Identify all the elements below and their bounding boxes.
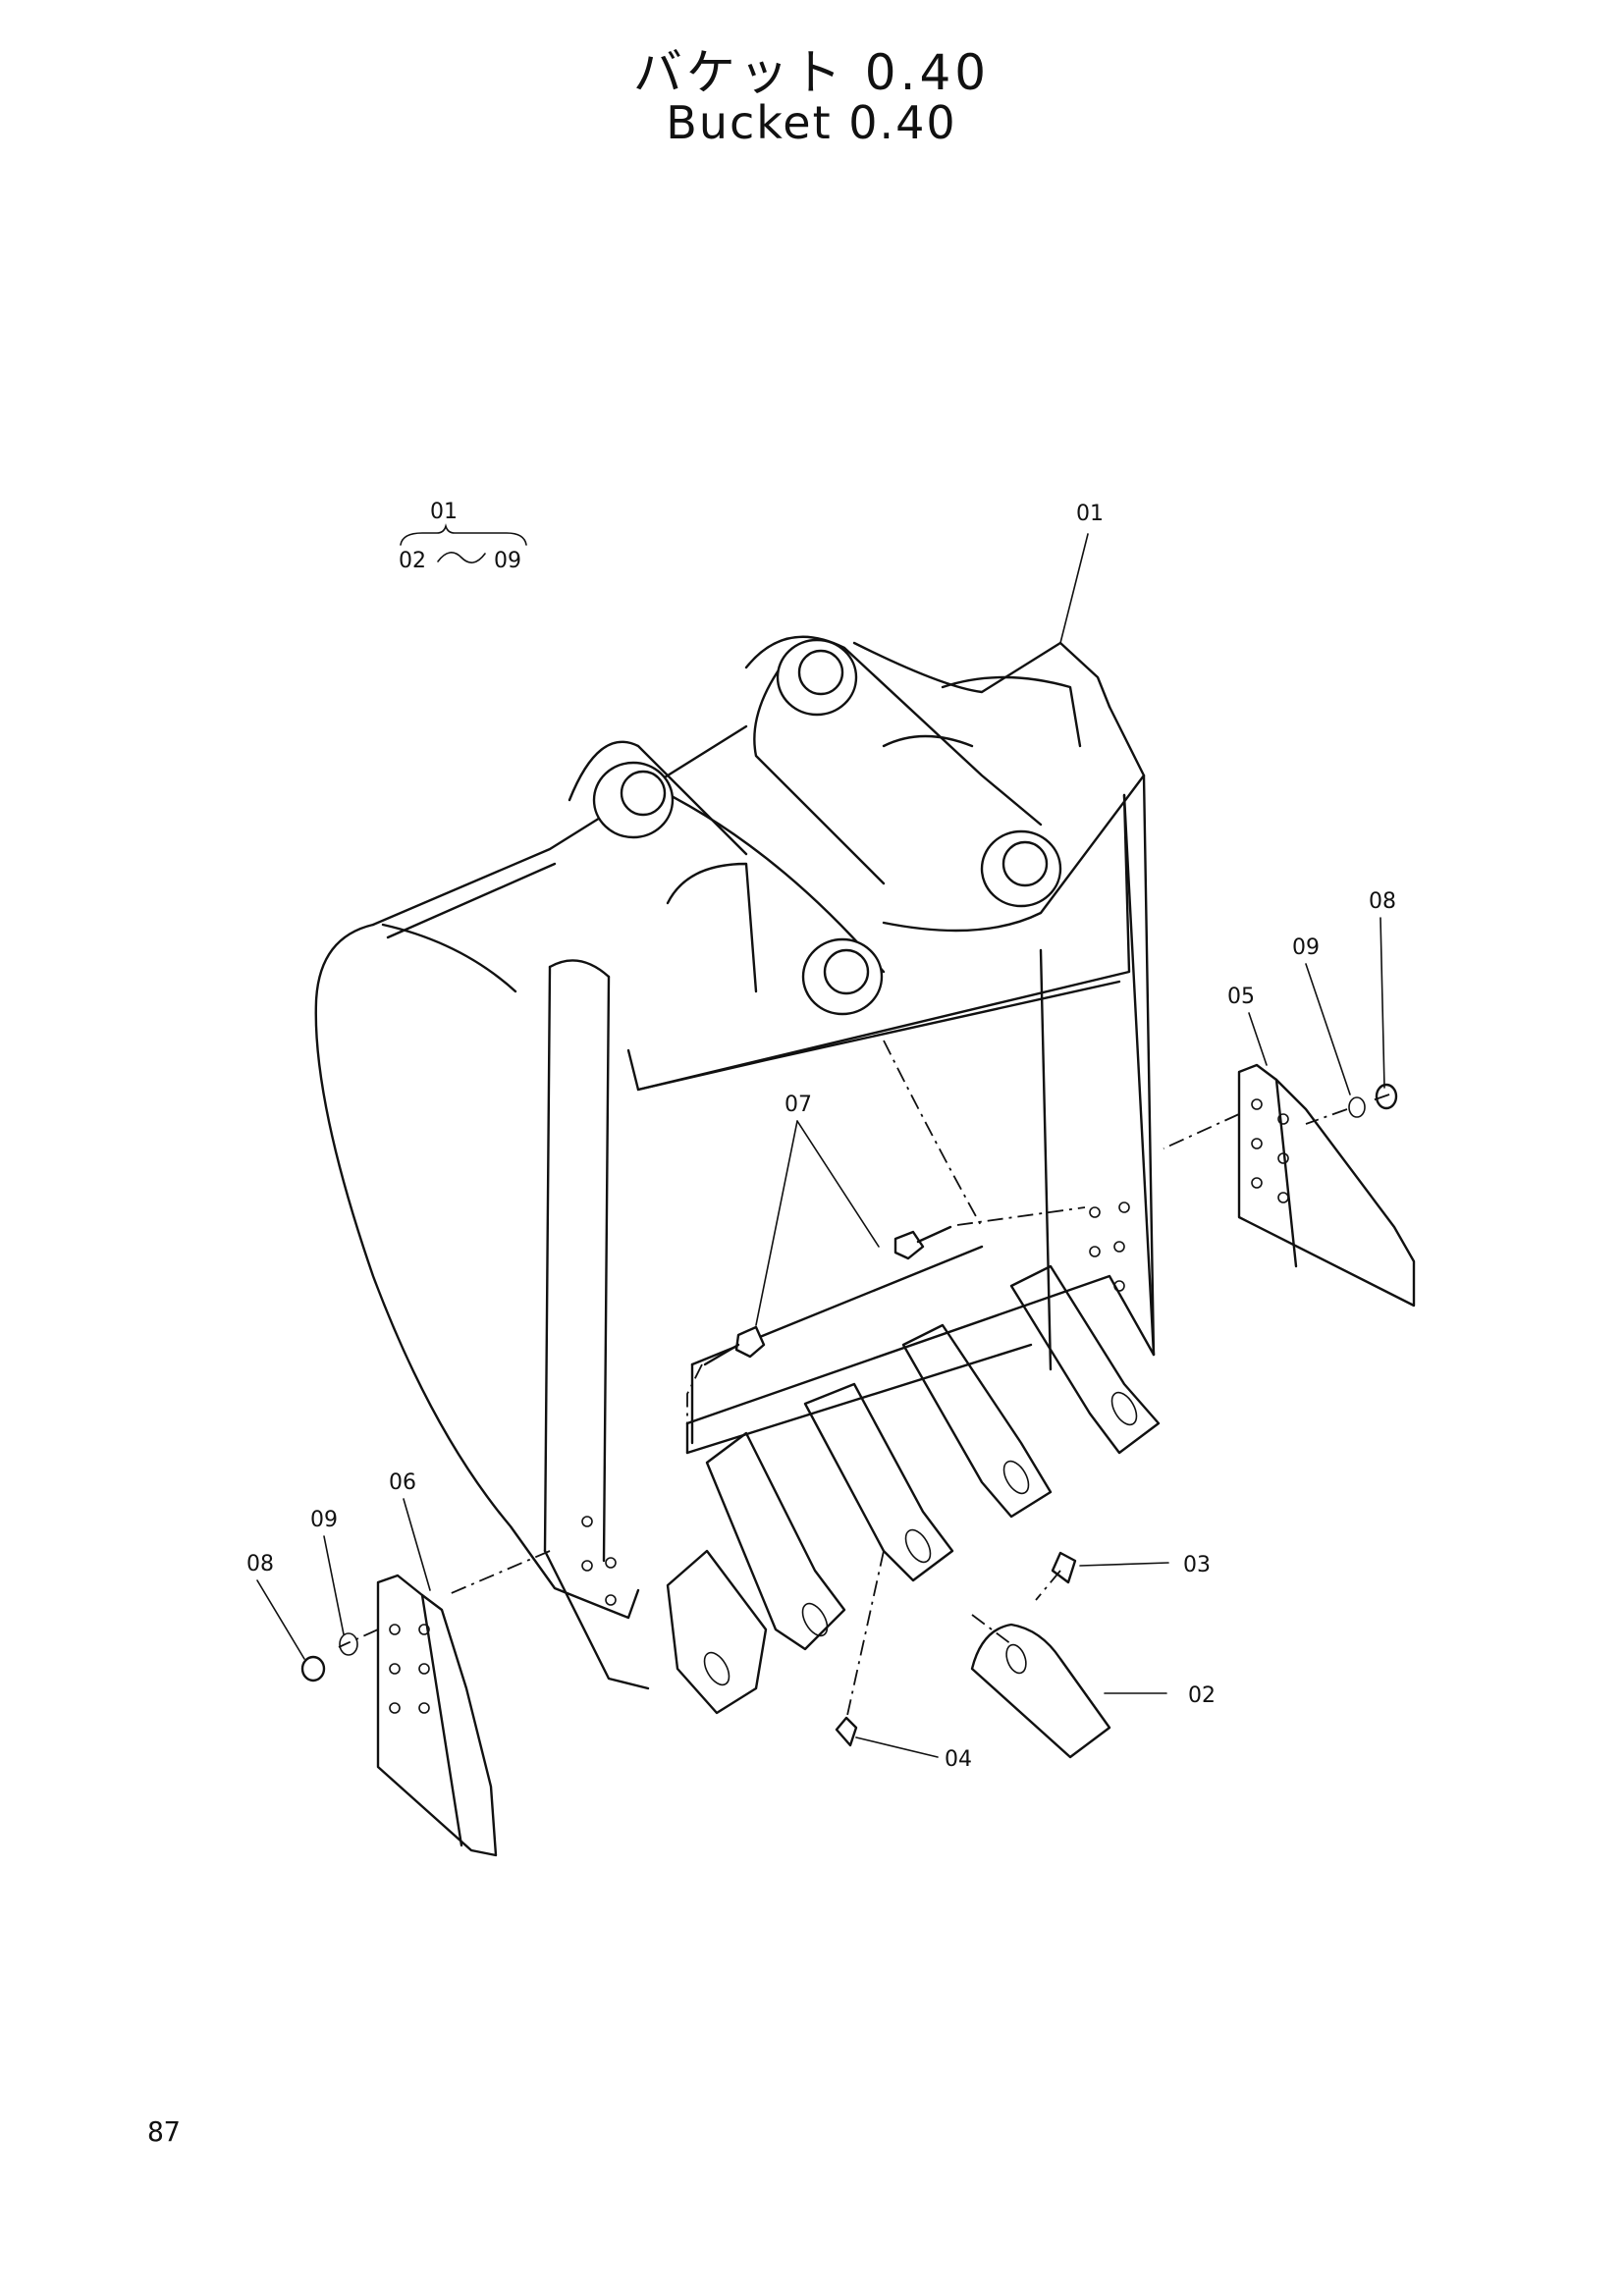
part-08-09-hardware-left [300,1632,358,1682]
callout-labels: 01 02 03 04 05 06 07 08 08 09 09 [246,502,1396,1772]
callout-09-right: 09 [1292,935,1320,960]
bucket-body [314,635,1156,1690]
page-title-japanese: バケット 0.40 [632,44,991,101]
callout-07: 07 [784,1093,812,1117]
assembly-note-range-end: 09 [494,549,521,573]
callout-09-left: 09 [310,1508,338,1532]
tilde-symbol [437,552,486,563]
assembly-note-range-start: 02 [399,549,426,573]
part-06-side-cutter [376,1574,498,1857]
brace [400,523,527,546]
callout-02: 02 [1188,1683,1216,1708]
callout-06: 06 [389,1470,416,1495]
leader-lines [256,533,1385,1758]
assembly-center-lines [338,1040,1390,1721]
part-02-tooth-point [970,1623,1111,1759]
page-number: 87 [147,2115,181,2148]
callout-01: 01 [1076,502,1104,526]
callout-05: 05 [1227,985,1255,1009]
part-08-09-hardware-right [1348,1083,1398,1118]
assembly-note-parent: 01 [430,500,458,524]
assembly-note: 01 02 09 [399,500,527,573]
part-04-lock [835,1716,858,1747]
callout-03: 03 [1183,1553,1211,1577]
part-05-side-cutter [1237,1063,1416,1308]
callout-04: 04 [945,1747,972,1772]
callout-08-right: 08 [1369,889,1396,914]
part-03-pin [1051,1551,1077,1584]
page-title-english: Bucket 0.40 [666,96,957,149]
callout-08-left: 08 [246,1552,274,1576]
part-07-bolts [703,1225,952,1366]
